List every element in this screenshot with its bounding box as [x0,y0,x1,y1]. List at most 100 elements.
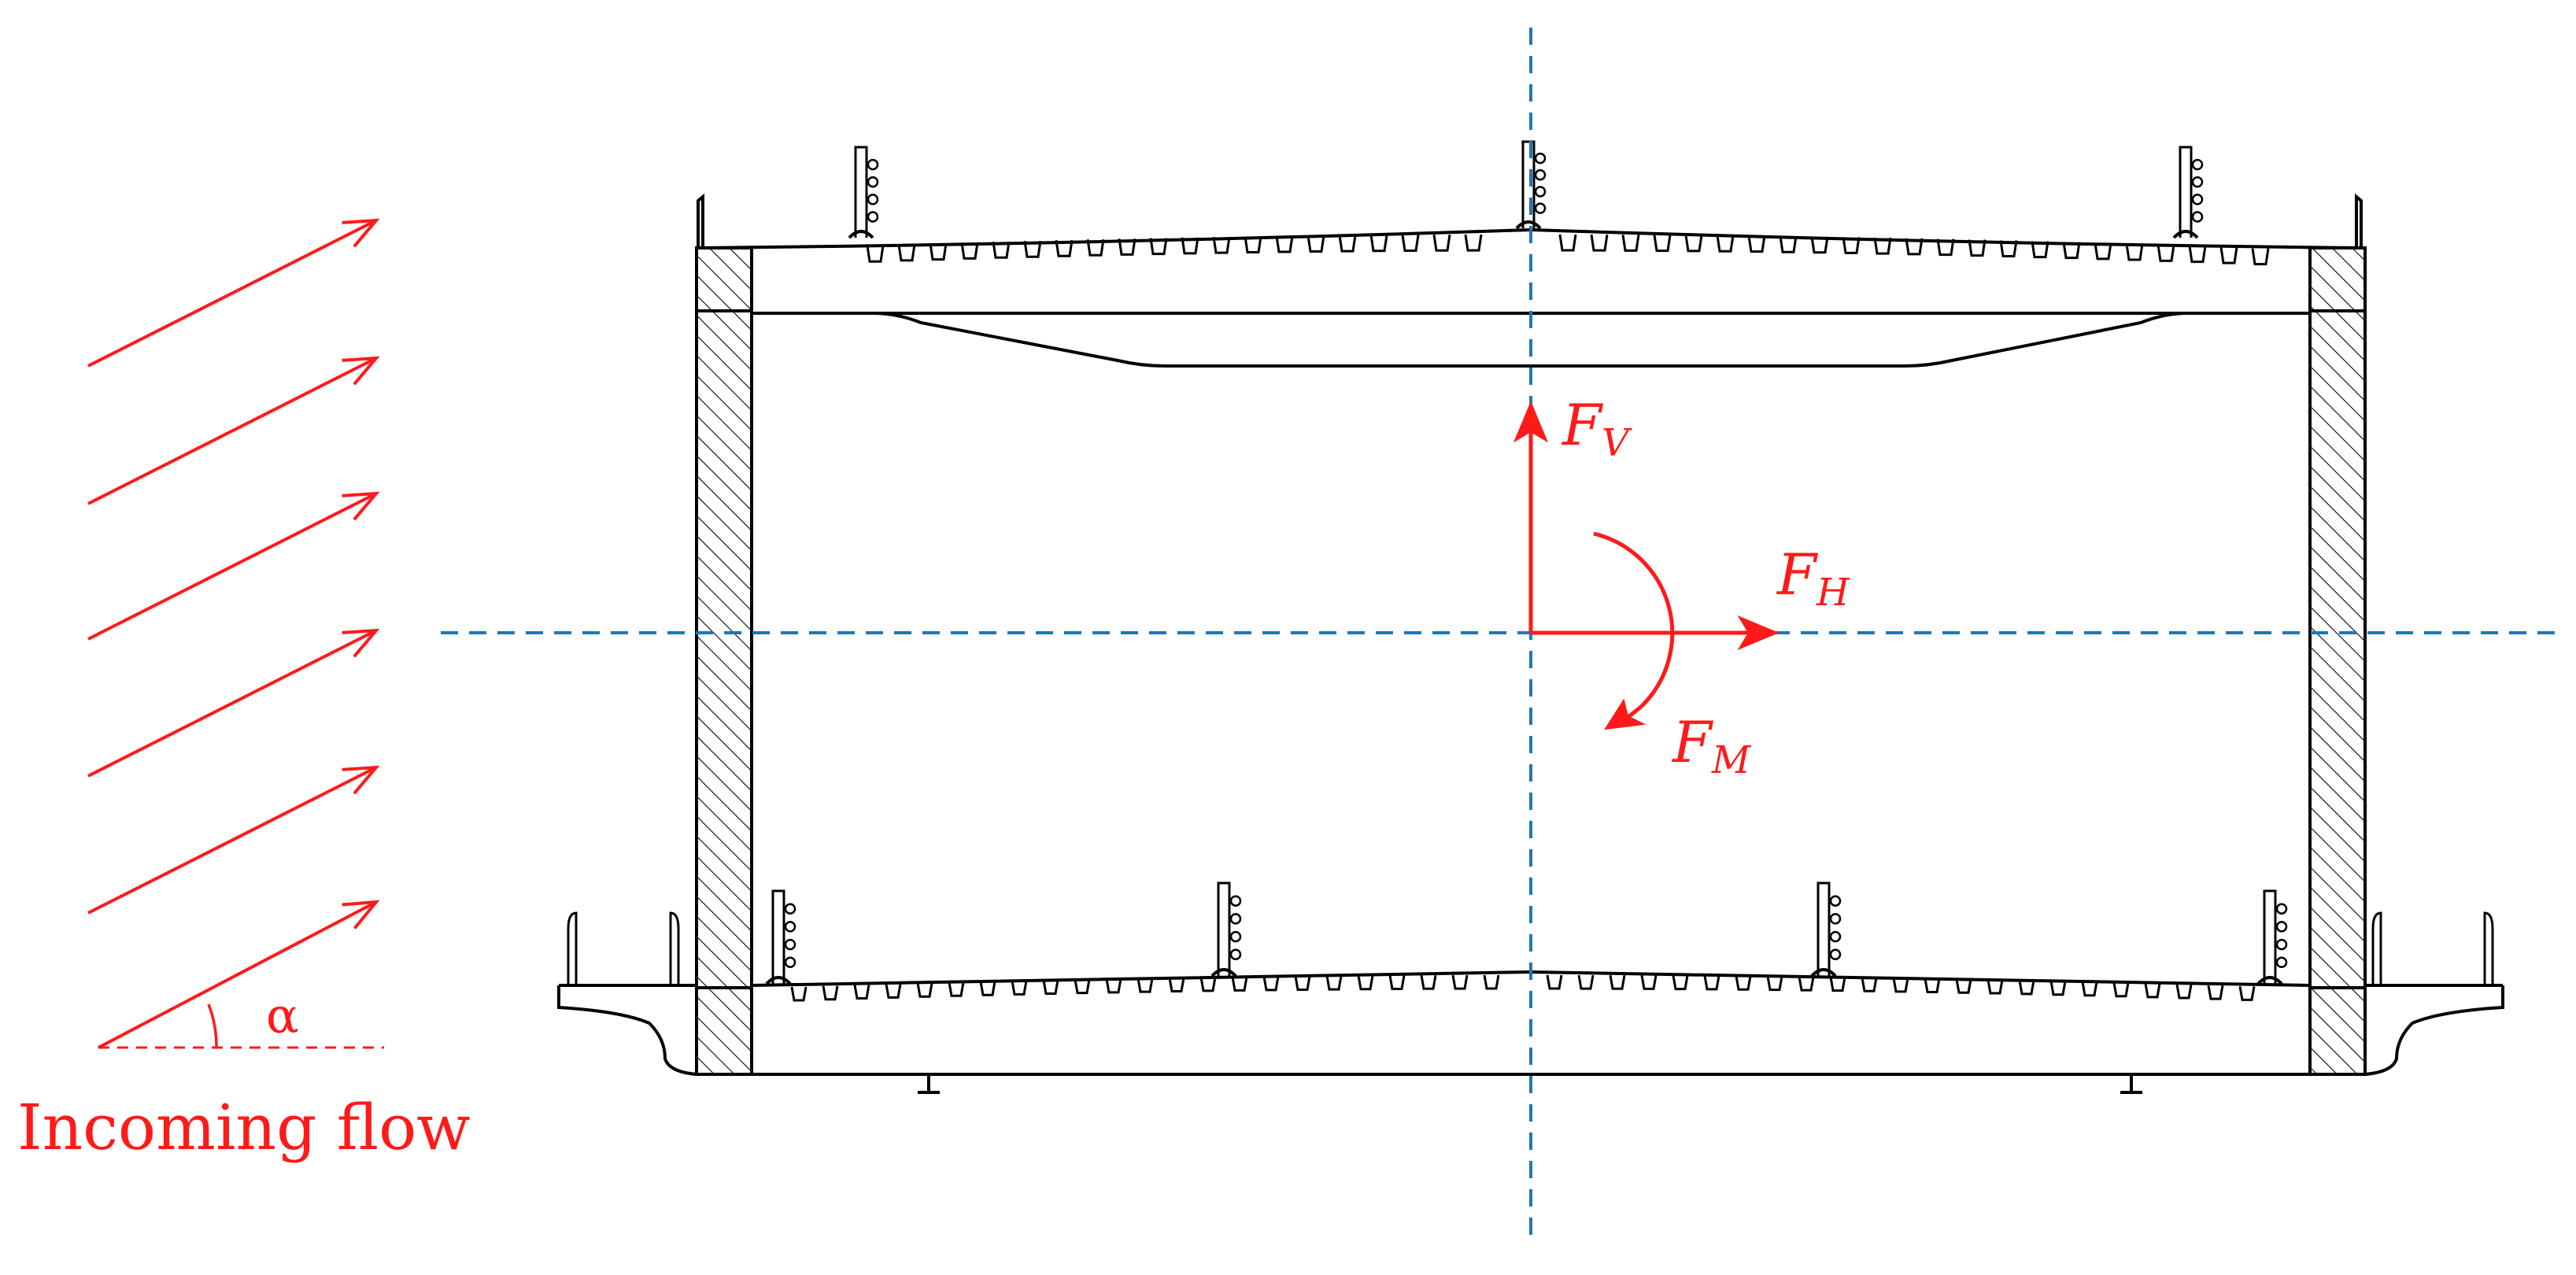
top-left-corner-post [697,193,704,248]
flow-arrow-shaft [87,357,377,505]
deck-rib [1369,235,1388,253]
deck-rib [1968,239,1987,257]
deck-rib [1388,975,1406,990]
vertical-force-sub: V [1602,421,1632,465]
deck-rib [2062,242,2081,260]
deck-rib [1086,239,1105,257]
horizontal-force-sub: H [1816,571,1850,615]
moment-arrowhead [1604,698,1646,730]
left-cantilever [557,985,697,1076]
deck-rib [960,242,979,260]
deck-rib [2112,982,2130,998]
deck-rib [948,981,965,997]
deck-rib [1684,235,1703,253]
deck-rib [1861,977,1878,992]
deck-rib [2175,984,2193,1000]
deck-rib [1999,240,2018,258]
deck-rib [853,985,870,1000]
top-right-corner-post [2355,193,2363,248]
deck-rib [2125,243,2144,261]
deck-rib [2049,981,2067,996]
deck-rib [1936,238,1955,257]
deck-rib [790,986,808,1002]
bottom-hanger-right [2120,1074,2142,1094]
deck-rib [2219,246,2238,264]
railing-post [848,146,879,239]
vertical-force-main: F [1561,392,1604,458]
deck-rib [2081,981,2098,997]
side-rail [669,911,680,985]
top-flange-haunch [752,312,2310,368]
force-vectors [1513,401,1780,730]
incoming-flow-arrows [87,218,380,1049]
deck-rib [2238,986,2256,1001]
deck-rib [1873,237,1892,255]
deck-rib [1653,235,1672,253]
railing-post [1210,881,1242,978]
deck-rib [822,985,839,1001]
side-rail [567,911,578,985]
deck-rib [1829,977,1846,992]
deck-rib [1703,975,1720,991]
deck-rib [897,244,916,262]
flow-arrowhead [342,356,380,386]
side-rail [2371,911,2382,985]
deck-rib [1672,975,1689,991]
deck-rib [1294,976,1311,991]
deck-rib [1924,978,1941,994]
deck-rib [2144,983,2161,999]
deck-rib [1779,235,1798,253]
deck-rib [1149,238,1168,256]
deck-rib [2157,245,2175,262]
deck-rib [1168,978,1185,993]
deck-rib [916,983,933,998]
moment-arc [1593,531,1675,708]
deck-rib [1621,235,1640,252]
flow-arrow-shaft [98,900,377,1049]
railing-post [1810,881,1842,978]
deck-rib [1546,974,1563,990]
deck-rib [1747,235,1766,253]
deck-rib [1798,976,1815,992]
flow-arrow-shaft [87,219,377,368]
right-web-hatched [2308,246,2367,1076]
deck-rib [1451,974,1469,990]
deck-rib [1244,236,1262,254]
deck-rib [1118,238,1136,256]
flow-arrowhead [342,628,380,658]
deck-rib [1842,237,1861,254]
deck-rib [992,242,1011,259]
bottom-hanger-left [918,1074,940,1094]
deck-rib [1306,235,1325,253]
deck-rib [1011,981,1028,996]
deck-rib [1766,976,1783,992]
railing-post [1515,140,1547,230]
moment-force-main: F [1671,709,1714,775]
deck-rib [1987,979,2004,995]
horizontal-force-label: FH [1776,541,1850,615]
horizontal-force-main: F [1776,541,1819,608]
deck-rib [1231,977,1248,992]
side-rail [2483,911,2494,985]
railing-post [2256,889,2288,985]
deck-rib [2018,980,2035,996]
deck-rib [1483,974,1500,990]
moment-force-label: FM [1671,709,1752,782]
deck-rib [1905,238,1924,256]
flow-angle-label: α [266,987,299,1044]
moment-force-sub: M [1711,738,1752,782]
deck-rib [1401,235,1420,252]
top-deck-ribs [866,234,2270,266]
deck-rib [2251,248,2270,266]
railing-post [765,889,796,985]
deck-rib [1558,234,1577,252]
vertical-force-arrowhead [1513,401,1549,443]
deck-rib [1181,237,1199,255]
deck-rib [1136,978,1154,993]
deck-rib [1042,980,1059,995]
deck-rib [1212,236,1231,254]
left-web-hatched [695,246,753,1076]
deck-rib [1432,235,1451,252]
deck-rib [1338,235,1357,253]
